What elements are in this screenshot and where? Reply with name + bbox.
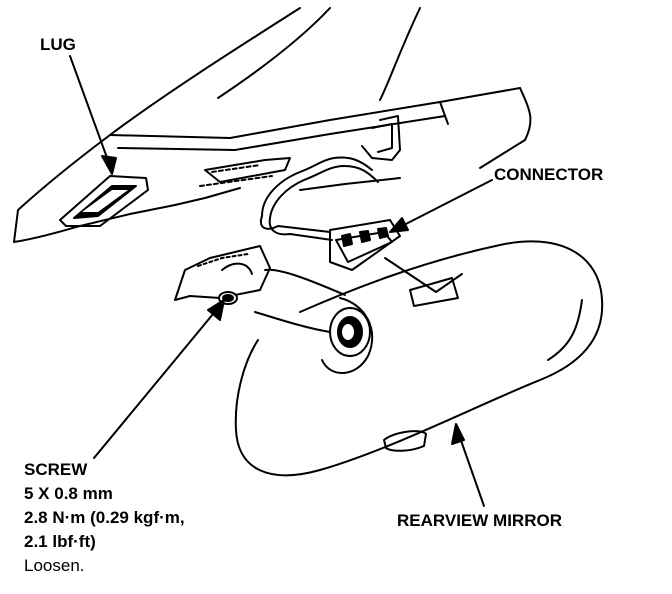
lug-slot (59, 175, 149, 227)
mount-slot (199, 115, 401, 187)
screw-note: Loosen. (24, 556, 85, 575)
connector-label: CONNECTOR (494, 165, 604, 184)
screw-arrowhead (207, 299, 225, 321)
lug-leader (69, 55, 111, 167)
screw-leader (93, 307, 219, 459)
screw-spec-block: SCREW 5 X 0.8 mm 2.8 N·m (0.29 kgf·m, 2.… (24, 458, 185, 578)
roof-panel (13, 7, 532, 243)
screw-torque-line-1: 2.8 N·m (0.29 kgf·m, (24, 508, 185, 527)
leader-lines (69, 55, 493, 507)
connector-leader (397, 179, 493, 229)
mirror-arrowhead (451, 423, 465, 445)
lug-arrowhead (101, 155, 117, 175)
screw-title: SCREW (24, 460, 88, 479)
screw-torque-line-2: 2.1 lbf·ft) (24, 532, 96, 551)
screw-size: 5 X 0.8 mm (24, 484, 113, 503)
connector-arrowhead (389, 217, 409, 233)
mirror-leader (457, 431, 485, 507)
mirror-stem (174, 245, 374, 374)
rearview-mirror-label: REARVIEW MIRROR (397, 511, 562, 530)
wire-harness (260, 156, 379, 241)
mirror-body (234, 240, 604, 477)
lug-label: LUG (40, 35, 76, 54)
connector-part (329, 219, 463, 293)
